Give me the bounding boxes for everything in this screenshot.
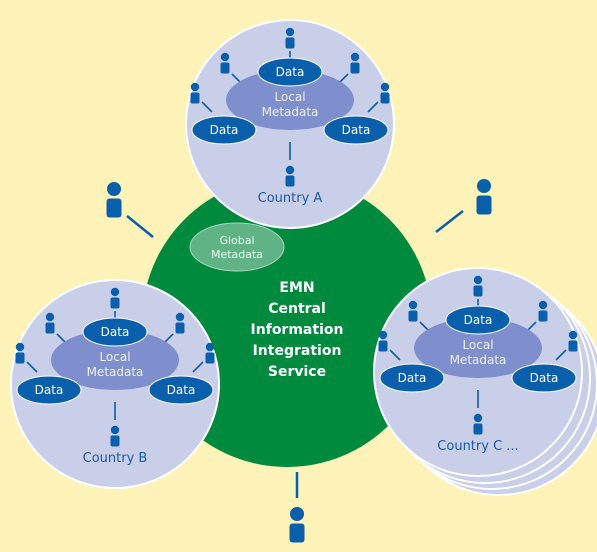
country-a-local-metadata bbox=[226, 70, 354, 130]
country-b-data-left bbox=[16, 375, 82, 405]
country-a-data-left-label: Data bbox=[210, 123, 239, 137]
country-a-cluster: NCPLocalMetadataDataDataDataCountry A bbox=[185, 19, 395, 229]
country-a-data-right bbox=[323, 115, 389, 145]
country-b-data-top bbox=[82, 317, 148, 347]
country-a-user-icon-upper-right bbox=[350, 52, 360, 74]
countries-layer: NCPLocalMetadataDataDataDataCountry ANCP… bbox=[10, 19, 583, 489]
outer-user-icon-right bbox=[476, 179, 492, 215]
country-a-data-top-label: Data bbox=[276, 65, 305, 79]
country-b-data-left-label: Data bbox=[35, 383, 64, 397]
country-b-cluster: NCPLocalMetadataDataDataDataCountry B bbox=[10, 279, 220, 489]
country-c-user-icon-bottom bbox=[473, 413, 483, 435]
country-b-user-icon-upper-right bbox=[175, 312, 185, 334]
central-title-line-2: Central bbox=[268, 301, 326, 317]
outer-user-icon-left bbox=[106, 182, 122, 218]
global-metadata-line-2: Metadata bbox=[211, 248, 263, 261]
outer-connectors bbox=[126, 210, 464, 498]
connector-line bbox=[192, 361, 204, 373]
country-c-user-icon-left bbox=[378, 330, 388, 352]
country-c-user-icon-right bbox=[568, 330, 578, 352]
country-b-core-line-3: Metadata bbox=[87, 365, 144, 379]
country-c-label: Country C ... bbox=[437, 439, 518, 454]
country-a-user-icon-top bbox=[285, 27, 295, 49]
country-a-user-icon-right bbox=[380, 82, 390, 104]
connector-line bbox=[26, 361, 38, 373]
country-c-core-line-3: Metadata bbox=[450, 353, 507, 367]
central-title-line-3: Information bbox=[251, 322, 344, 338]
country-a-data-right-label: Data bbox=[342, 123, 371, 137]
country-c-core-line-2: Local bbox=[462, 338, 493, 352]
country-c-cluster: NCPLocalMetadataDataDataDataCountry C ..… bbox=[373, 267, 583, 477]
country-c-data-right bbox=[511, 363, 577, 393]
global-metadata-ellipse bbox=[189, 222, 285, 272]
country-a-label: Country A bbox=[258, 191, 323, 206]
central-title-line-4: Integration bbox=[253, 343, 342, 359]
country-b-user-icon-left bbox=[15, 342, 25, 364]
connector-line bbox=[201, 101, 213, 113]
country-b-user-icon-bottom bbox=[110, 425, 120, 447]
country-c-data-left bbox=[379, 363, 445, 393]
country-a-user-icon-bottom bbox=[285, 165, 295, 187]
country-b-data-right-label: Data bbox=[167, 383, 196, 397]
country-c-user-icon-top bbox=[473, 275, 483, 297]
country-c-user-icon-upper-right bbox=[538, 300, 548, 322]
country-b-data-right bbox=[148, 375, 214, 405]
country-a-core-line-3: Metadata bbox=[262, 105, 319, 119]
country-c-local-metadata bbox=[414, 318, 542, 378]
country-c-data-top-label: Data bbox=[464, 313, 493, 327]
country-b-label: Country B bbox=[83, 451, 148, 466]
country-b-core-line-2: Local bbox=[99, 350, 130, 364]
connector-line bbox=[367, 101, 379, 113]
connector-line bbox=[555, 349, 567, 361]
country-b-user-icon-top bbox=[110, 287, 120, 309]
country-a-core-line-2: Local bbox=[274, 90, 305, 104]
country-b-user-icon-right bbox=[205, 342, 215, 364]
country-b-local-metadata bbox=[51, 330, 179, 390]
country-b-user-icon-upper-left bbox=[45, 312, 55, 334]
country-c-data-left-label: Data bbox=[398, 371, 427, 385]
central-title-line-5: Service bbox=[268, 364, 326, 380]
country-c-data-top bbox=[445, 305, 511, 335]
country-a-user-icon-left bbox=[190, 82, 200, 104]
country-b-data-top-label: Data bbox=[101, 325, 130, 339]
country-c-data-right-label: Data bbox=[530, 371, 559, 385]
connector-line bbox=[389, 349, 401, 361]
country-a-user-icon-upper-left bbox=[220, 52, 230, 74]
country-c-user-icon-upper-left bbox=[408, 300, 418, 322]
outer-user-icon-bottom bbox=[289, 507, 305, 543]
global-metadata-line-1: Global bbox=[219, 234, 254, 247]
country-a-data-left bbox=[191, 115, 257, 145]
central-title-line-1: EMN bbox=[279, 280, 314, 296]
country-a-data-top bbox=[257, 57, 323, 87]
